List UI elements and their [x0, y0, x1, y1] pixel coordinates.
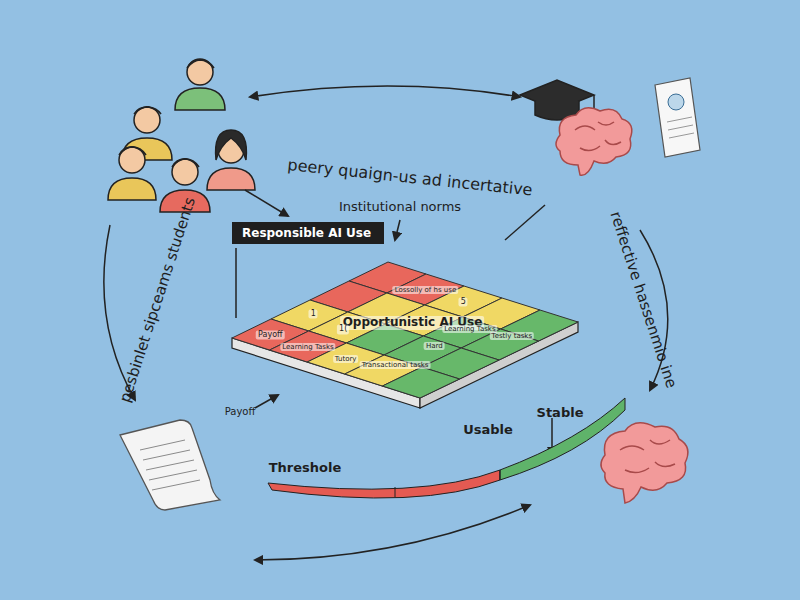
- brain-icon: [601, 423, 688, 503]
- diagram-label: Usable: [463, 423, 513, 438]
- payoff-table: [232, 262, 578, 408]
- table-cell-text: 5: [459, 297, 468, 306]
- table-cell-text: Payoff: [256, 330, 285, 339]
- table-cell-text: Learning Tasks: [280, 342, 335, 350]
- brain-icon: [556, 108, 632, 175]
- table-cell-text: Lossolly of hs use: [393, 285, 459, 293]
- diagram-label: peery quaign-us ad incertative: [287, 156, 534, 200]
- diagram-label: Stable: [537, 406, 584, 421]
- document-icon: [655, 78, 700, 157]
- cycle-arrow: [104, 86, 668, 560]
- table-cell: [382, 367, 459, 398]
- table-cell-text: Transactional tasks: [360, 361, 431, 369]
- table-cell-text: Testly tasks: [490, 332, 534, 340]
- diagram-label: pesbinlet sipceams students: [117, 195, 200, 404]
- leader-line: [235, 248, 237, 318]
- threshold-band: [268, 398, 625, 498]
- table-cell-text: 1: [309, 309, 318, 318]
- document-icon: [120, 420, 220, 510]
- box-text: Responsible AI Use: [242, 226, 374, 240]
- table-cell-text: Hard: [424, 342, 445, 350]
- label-box: Responsible AI Use: [232, 222, 384, 244]
- diagram-label: reffective hassenmio ine: [606, 210, 679, 391]
- table-cell-text: Tutory: [333, 354, 359, 362]
- diagram-label: Institutional norms: [339, 200, 461, 215]
- diagram-label: Threshole: [269, 461, 342, 476]
- diagram-label: Payoff: [225, 406, 256, 418]
- people-group: [108, 59, 255, 212]
- table-cell-text: 1(: [337, 325, 349, 334]
